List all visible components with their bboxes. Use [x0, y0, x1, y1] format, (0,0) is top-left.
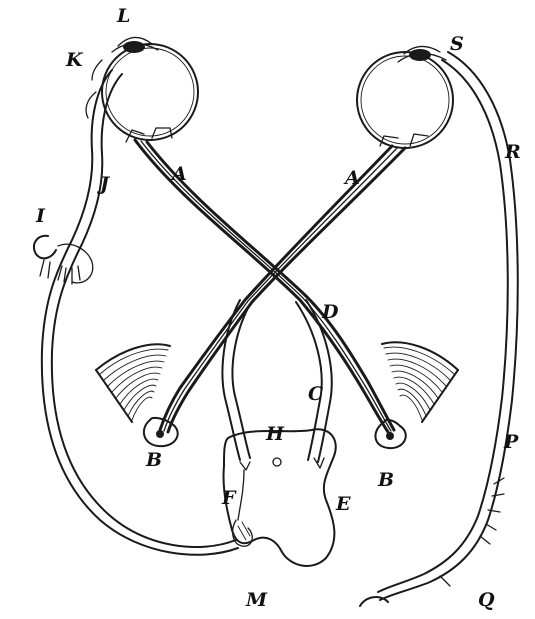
label-E: E [335, 493, 351, 515]
label-A-right: A [343, 167, 360, 189]
left-pupil [123, 41, 145, 53]
label-H: H [265, 423, 285, 445]
label-S: S [450, 33, 464, 55]
oculomotor-nucleus [233, 470, 253, 546]
label-B-left: B [145, 449, 162, 471]
label-M: M [245, 589, 268, 611]
label-C: C [308, 383, 323, 405]
left-long-nerve [42, 60, 238, 555]
label-R: R [504, 141, 521, 163]
label-D: D [321, 301, 339, 323]
label-I: I [35, 205, 46, 227]
label-B-right: B [377, 469, 394, 491]
label-Q: Q [478, 589, 495, 611]
left-visual-fan [96, 344, 178, 446]
label-A-left: A [170, 163, 187, 185]
label-F: F [221, 487, 237, 509]
right-optic-nerve [160, 146, 405, 432]
label-L: L [116, 5, 130, 27]
left-eyeball [102, 37, 198, 142]
right-eyeball [357, 46, 453, 148]
label-J: J [97, 173, 111, 195]
label-P: P [503, 431, 519, 453]
label-K: K [65, 49, 84, 71]
